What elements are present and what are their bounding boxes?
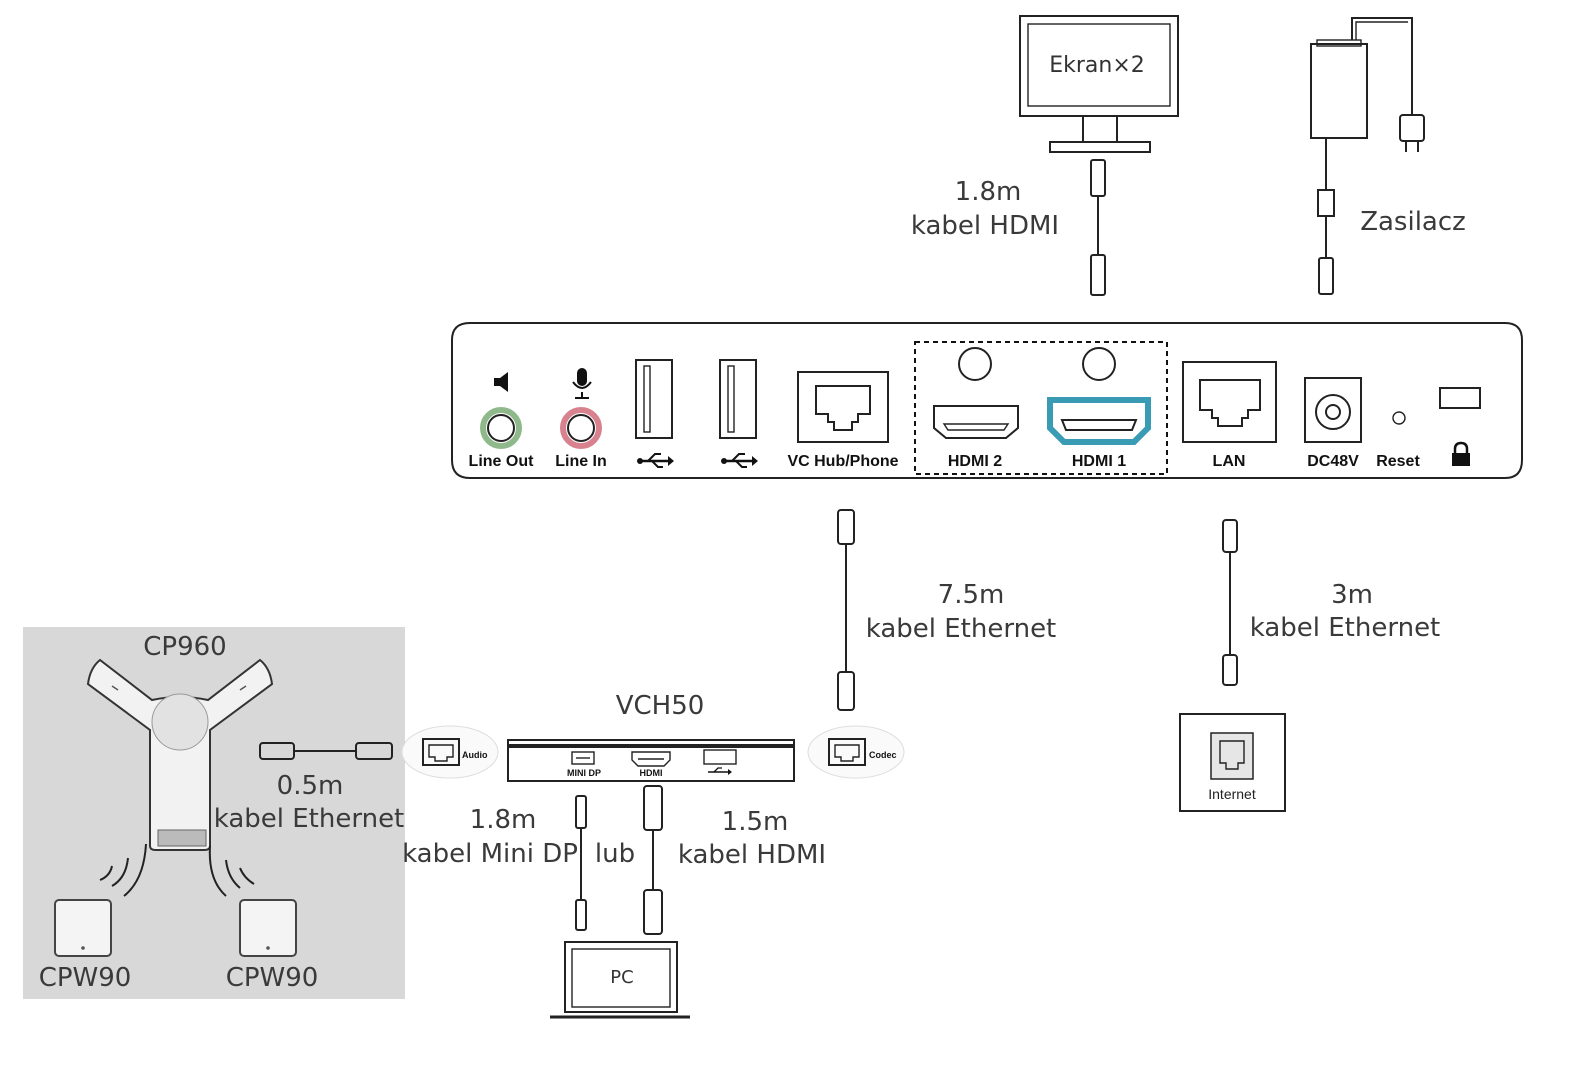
- vch50-hdmi-port[interactable]: [631, 751, 671, 767]
- or-label: lub: [595, 839, 635, 869]
- wireless-signal-icon: [99, 843, 147, 897]
- line-out-port[interactable]: [480, 372, 522, 449]
- usb-icon: [708, 767, 732, 775]
- vc-hub-phone-port[interactable]: [797, 371, 889, 443]
- hdmi-2-label: HDMI 2: [948, 453, 1002, 470]
- minidp-length: 1.8m: [470, 805, 537, 835]
- internet-wall-jack: Internet: [1179, 713, 1286, 812]
- vch50-usb-port[interactable]: [703, 749, 737, 765]
- hdmi-display-length: 1.8m: [955, 177, 1022, 207]
- internet-label: Internet: [1208, 786, 1256, 802]
- line-in-port[interactable]: [560, 368, 602, 449]
- usb-port-2[interactable]: [719, 359, 757, 439]
- vch50-hdmi-label: HDMI: [640, 768, 663, 778]
- display-label: Ekran×2: [1049, 53, 1145, 78]
- lan-label: LAN: [1213, 453, 1246, 470]
- codec-back-panel: Line Out Line In: [451, 322, 1523, 479]
- usb-icon: [637, 453, 674, 468]
- lock-icon: [1452, 441, 1470, 466]
- hdmi-2-port[interactable]: [933, 347, 1019, 439]
- eth-cp960-length: 0.5m: [277, 771, 344, 801]
- minidp-type: kabel Mini DP: [402, 839, 578, 869]
- security-slot[interactable]: [1439, 387, 1481, 409]
- vch50-codec-port[interactable]: [807, 725, 905, 779]
- ethernet-cable-lan: [1222, 519, 1238, 686]
- cp960-label: CP960: [143, 632, 226, 662]
- vch50-box: [507, 739, 795, 782]
- vch50-mini-dp-port[interactable]: [571, 751, 595, 765]
- line-in-label: Line In: [555, 453, 607, 470]
- display-monitor: Ekran×2: [1019, 15, 1179, 153]
- hdmi-1-port[interactable]: [1047, 347, 1151, 445]
- cpw90-right-label: CPW90: [226, 963, 319, 993]
- vch50-label: VCH50: [616, 691, 705, 721]
- cp960-phone: [86, 658, 274, 851]
- eth-lan-length: 3m: [1331, 580, 1373, 610]
- ethernet-cable-vch: [837, 509, 855, 711]
- power-adapter: [1310, 17, 1425, 295]
- hdmi-cable-display: [1090, 159, 1106, 296]
- usb-icon: [721, 453, 758, 468]
- power-label: Zasilacz: [1360, 207, 1466, 237]
- usb-port-1[interactable]: [635, 359, 673, 439]
- cpw90-mic-left: [54, 899, 112, 957]
- vch50-audio-port[interactable]: [401, 725, 499, 779]
- wireless-signal-icon: [208, 845, 255, 897]
- pc-laptop: PC: [550, 941, 690, 1019]
- eth-vch-length: 7.5m: [938, 580, 1005, 610]
- vch50-mini-dp-label: MINI DP: [567, 768, 601, 778]
- lan-port[interactable]: [1182, 361, 1277, 443]
- eth-lan-type: kabel Ethernet: [1250, 613, 1441, 643]
- reset-label: Reset: [1376, 453, 1420, 470]
- ethernet-cable-cp960: [259, 742, 393, 760]
- eth-cp960-type: kabel Ethernet: [214, 804, 405, 834]
- mini-dp-cable: [575, 795, 587, 931]
- vch50-audio-label: Audio: [462, 750, 488, 760]
- hdmi-pc-length: 1.5m: [722, 807, 789, 837]
- pc-label: PC: [610, 967, 633, 988]
- hdmi-1-label: HDMI 1: [1072, 453, 1126, 470]
- hdmi-display-type: kabel HDMI: [911, 211, 1059, 241]
- reset-button[interactable]: [1392, 411, 1406, 425]
- hdmi-output-group: [914, 341, 1168, 475]
- eth-vch-type: kabel Ethernet: [866, 614, 1057, 644]
- dc48v-port[interactable]: [1304, 377, 1362, 443]
- hdmi-pc-type: kabel HDMI: [678, 840, 826, 870]
- dc48v-label: DC48V: [1307, 453, 1359, 470]
- cpw90-mic-right: [239, 899, 297, 957]
- vc-hub-phone-label: VC Hub/Phone: [787, 453, 898, 470]
- line-out-label: Line Out: [469, 453, 535, 470]
- vch50-codec-label: Codec: [869, 750, 897, 760]
- cpw90-left-label: CPW90: [39, 963, 132, 993]
- hdmi-cable-pc: [643, 785, 663, 935]
